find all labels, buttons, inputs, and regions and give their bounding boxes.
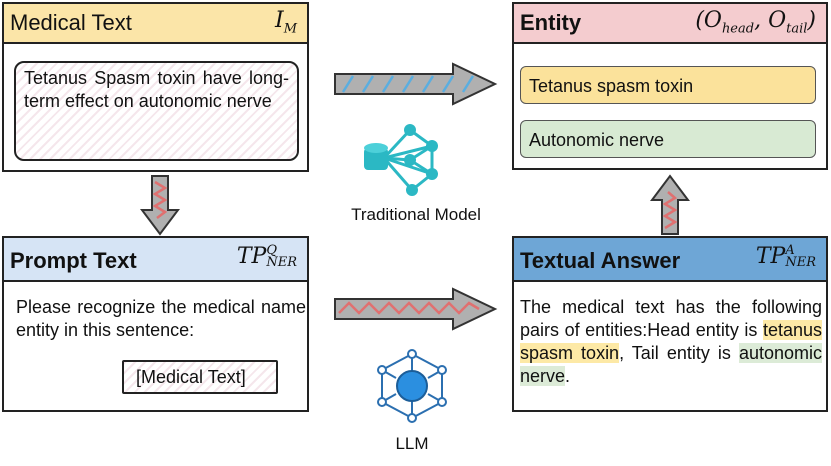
medical-text-panel: Medical Text IM Tetanus Spasm toxin have…: [2, 2, 309, 172]
traditional-model-label: Traditional Model: [351, 205, 481, 224]
entity-head-item: Tetanus spasm toxin: [520, 66, 816, 104]
medical-text-content: Tetanus Spasm toxin have long-term effec…: [14, 61, 299, 161]
medical-text-title: Medical Text: [10, 10, 132, 35]
entity-symbol: (Ohead, Otail): [695, 8, 816, 37]
medical-text-header: Medical Text IM: [4, 4, 307, 44]
prompt-placeholder: [Medical Text]: [122, 360, 278, 394]
up-arrow: [650, 174, 690, 235]
entity-header: Entity (Ohead, Otail): [514, 4, 826, 44]
llm-label: LLM: [395, 434, 429, 453]
prompt-text-title: Prompt Text: [10, 248, 137, 273]
llm-icon: [377, 349, 447, 423]
traditional-arrow: [334, 62, 498, 106]
down-arrow: [140, 175, 180, 236]
llm-arrow: [334, 287, 498, 331]
prompt-text-content: Please recognize the medical name entity…: [16, 297, 306, 340]
entity-title: Entity: [520, 10, 582, 35]
textual-answer-title: Textual Answer: [520, 248, 681, 273]
entity-tail-item: Autonomic nerve: [520, 120, 816, 158]
traditional-model-icon: [364, 124, 438, 196]
medical-text-symbol: IM: [274, 8, 297, 37]
textual-answer-content: The medical text has the following pairs…: [520, 297, 822, 386]
entity-panel: Entity (Ohead, Otail) Tetanus spasm toxi…: [512, 2, 828, 170]
